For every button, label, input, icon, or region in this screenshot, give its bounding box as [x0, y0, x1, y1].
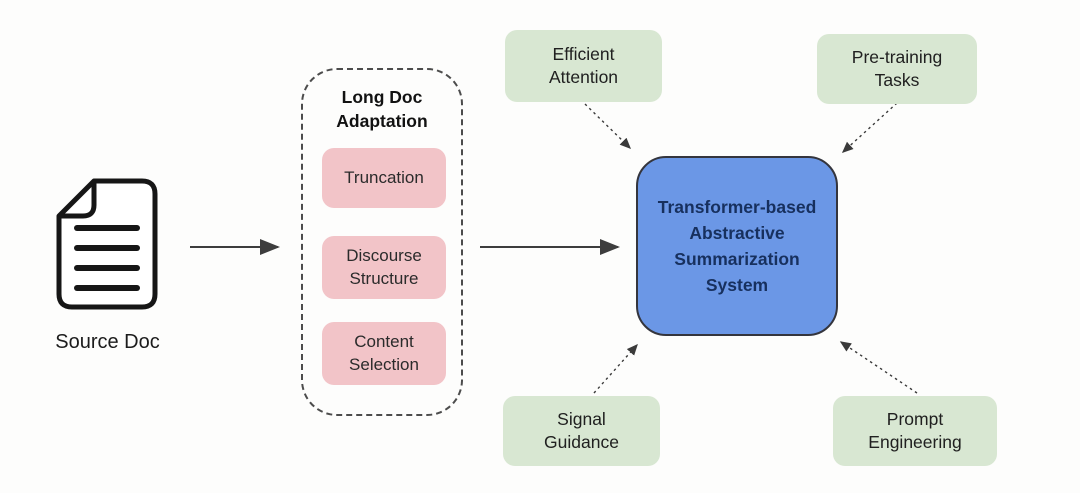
technique-efficient-attention: Efficient Attention — [505, 30, 662, 102]
long-doc-adaptation-title: Long Doc Adaptation — [336, 87, 428, 131]
document-icon — [56, 178, 158, 310]
method-truncation: Truncation — [322, 148, 446, 208]
arrow-prompt-engineering-to-system — [839, 341, 918, 394]
method-discourse-structure: Discourse Structure — [322, 236, 446, 299]
long-doc-adaptation-group — [301, 68, 463, 416]
technique-prompt-engineering: Prompt Engineering — [833, 396, 997, 466]
source-doc-label: Source Doc — [55, 331, 160, 353]
arrow-signal-guidance-to-system — [593, 343, 638, 394]
technique-signal-guidance: Signal Guidance — [503, 396, 660, 466]
technique-pre-training-tasks: Pre-training Tasks — [817, 34, 977, 104]
arrow-pre-training-tasks-to-system — [841, 102, 898, 153]
system-node: Transformer-based Abstractive Summarizat… — [636, 156, 838, 336]
arrow-efficient-attention-to-system — [584, 103, 632, 149]
method-content-selection: Content Selection — [322, 322, 446, 385]
